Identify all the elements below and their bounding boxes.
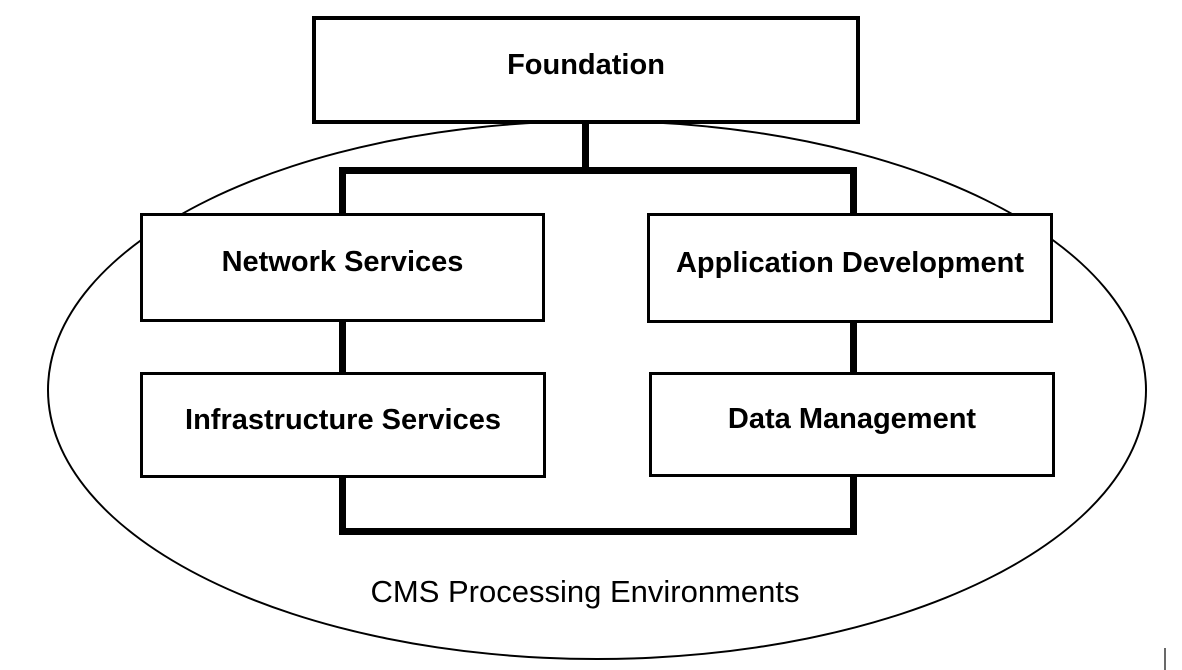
application-development-box: Application Development <box>647 213 1053 323</box>
foundation-label: Foundation <box>507 48 665 81</box>
stray-tick-mark <box>1164 648 1166 670</box>
trunk-connector <box>582 122 589 170</box>
foundation-box: Foundation <box>312 16 860 124</box>
data-management-label: Data Management <box>727 403 977 435</box>
cms-ellipse-label: CMS Processing Environments <box>370 574 800 609</box>
infrastructure-services-box: Infrastructure Services <box>140 372 546 478</box>
network-services-box: Network Services <box>140 213 545 322</box>
infrastructure-services-label: Infrastructure Services <box>185 403 501 436</box>
data-management-box: Data Management <box>649 372 1055 477</box>
bracket-connector <box>339 167 857 535</box>
network-services-label: Network Services <box>221 246 464 278</box>
application-development-label: Application Development <box>675 246 1025 279</box>
